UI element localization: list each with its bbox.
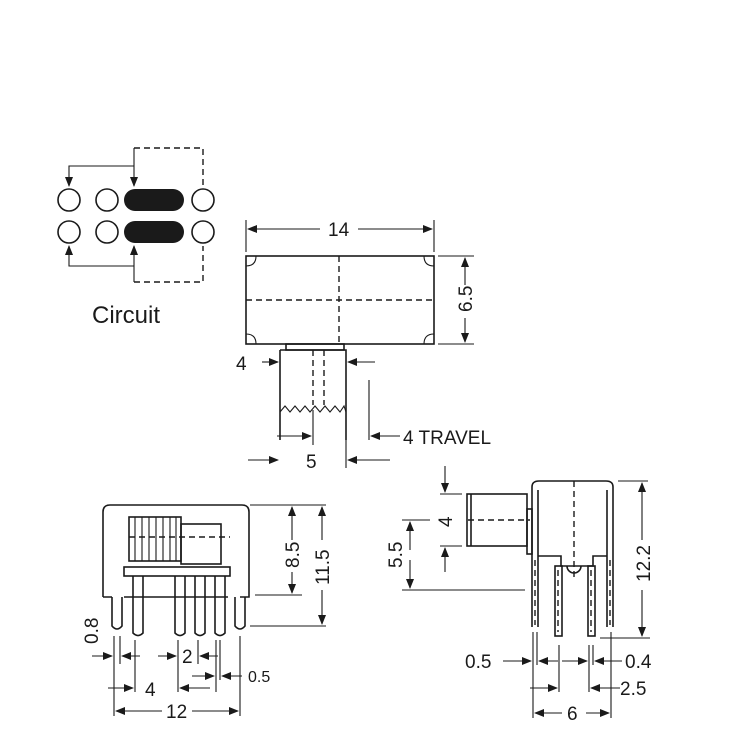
dim-pin-0-5: 0.5: [248, 669, 270, 686]
side-view: 4 5.5 12.2 0.5 0.4 2.5 6: [386, 466, 655, 725]
circuit-diagram: Circuit: [57, 147, 215, 329]
dim-height-6-5: 6.5: [456, 286, 477, 312]
dim-body-8-5: 8.5: [283, 542, 304, 568]
dim-offset-5: 5: [306, 452, 317, 473]
dim-actuator-4: 4: [236, 354, 247, 375]
dim-spacing-4: 4: [145, 680, 156, 701]
dim-height-5-5: 5.5: [386, 542, 407, 568]
dim-pin-0-4: 0.4: [625, 652, 652, 673]
dim-total-11-5: 11.5: [313, 549, 334, 585]
pins: [111, 576, 246, 637]
dim-overall-12: 12: [166, 702, 187, 723]
dim-width-14: 14: [328, 220, 350, 241]
front-view: 8.5 11.5 0.8 2 0.5 4 12: [82, 504, 334, 723]
dim-offset-2-5: 2.5: [620, 679, 646, 700]
dim-total-12-2: 12.2: [634, 545, 655, 582]
dim-pin-0-8: 0.8: [82, 618, 103, 644]
travel-label: 4 TRAVEL: [403, 428, 491, 449]
dim-pitch-2: 2: [182, 647, 193, 668]
dim-pin-0-5-side: 0.5: [465, 652, 491, 673]
dim-actuator-4-side: 4: [436, 516, 457, 527]
dim-width-6: 6: [567, 704, 578, 725]
circuit-label: Circuit: [92, 302, 160, 329]
top-view: 14 6.5 4 4 TRAVEL 5: [236, 220, 491, 473]
